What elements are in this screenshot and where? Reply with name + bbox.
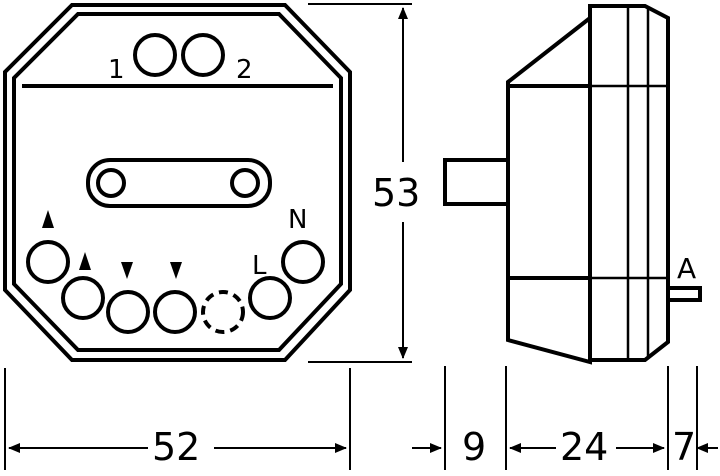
side-key-a <box>666 286 702 302</box>
terminal-2-label: 2 <box>236 55 253 85</box>
depth-9-label: 9 <box>462 425 486 469</box>
side-front-plate <box>588 4 670 362</box>
down-arrow-icon <box>121 262 133 279</box>
down-arrow-icon <box>170 262 182 279</box>
side-view: A <box>443 4 702 365</box>
mounting-slot <box>86 158 272 208</box>
terminal-down-2-circle <box>153 290 197 334</box>
terminal-neutral-circle <box>281 240 325 284</box>
depth-24-label: 24 <box>560 425 608 469</box>
terminal-empty-circle <box>201 290 245 334</box>
housing-inner-outline <box>12 12 343 352</box>
terminal-up-2-circle <box>61 276 105 320</box>
part-a-label: A <box>677 252 696 285</box>
width-dimension-label: 52 <box>152 425 200 469</box>
terminal-n-label: N <box>288 205 307 235</box>
height-dimension: 53 <box>308 3 420 363</box>
height-dimension-label: 53 <box>372 171 420 215</box>
width-dimension: 52 <box>4 368 351 470</box>
terminal-live-circle <box>248 276 292 320</box>
up-arrow-icon <box>79 252 91 270</box>
side-back-stub <box>443 158 510 206</box>
up-arrow-icon <box>42 210 54 228</box>
terminal-down-1-circle <box>106 290 150 334</box>
terminal-1-label: 1 <box>108 55 125 85</box>
terminal-up-1-circle <box>26 240 70 284</box>
terminal-1-circle <box>133 33 177 77</box>
depth-7-label: 7 <box>672 425 696 469</box>
terminal-2-circle <box>181 33 225 77</box>
front-view: 1 2 N L <box>2 3 352 362</box>
slot-screw-right <box>230 168 260 198</box>
housing-outline <box>2 3 352 362</box>
slot-screw-left <box>96 168 126 198</box>
depth-dimensions: 9 24 7 <box>412 366 718 470</box>
terminal-l-label: L <box>252 251 267 281</box>
side-housing-outline <box>506 13 592 365</box>
